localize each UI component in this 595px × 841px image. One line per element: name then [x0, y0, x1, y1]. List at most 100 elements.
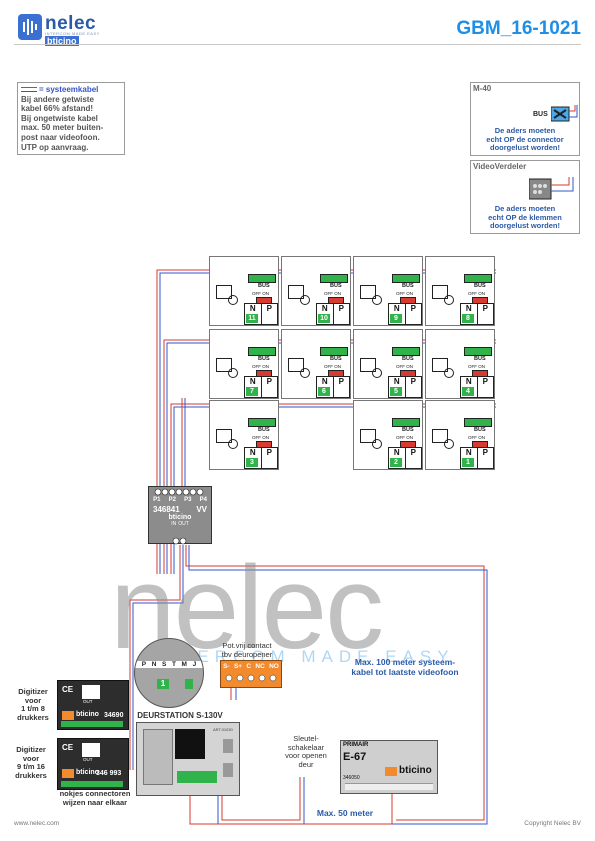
max-100-line: Max. 100 meter systeem-	[354, 657, 456, 667]
digitizer2-label-line: Digitizer	[16, 745, 46, 754]
n-label: N	[389, 448, 406, 468]
ce-mark: CE	[62, 743, 74, 752]
n-label: N	[245, 304, 262, 324]
monitor-button-icon	[300, 295, 310, 305]
bus-terminal	[320, 274, 348, 283]
unit-number: 11	[246, 314, 258, 323]
psu-code: 346050	[343, 775, 360, 781]
distributor-brand: bticino	[168, 514, 192, 521]
contact-pin: NC	[255, 663, 265, 670]
monitor-screen-icon	[216, 285, 232, 299]
connector-icon	[551, 105, 578, 122]
bus-label: BUS	[258, 356, 270, 362]
sleutel-note: Sleutel- schakelaar voor openen deur	[280, 734, 332, 769]
port-label: P2	[168, 497, 176, 503]
monitor-button-icon	[228, 439, 238, 449]
distributor-ports: P1 P2 P3 P4	[149, 497, 211, 503]
monitor-button-icon	[444, 368, 454, 378]
m40-panel: M-40 BUS De aders moeten echt OP de conn…	[470, 82, 580, 156]
note-line: kabel 66% afstand!	[21, 104, 94, 114]
doorstation: ART.01030	[136, 722, 240, 796]
bus-terminal	[392, 418, 420, 427]
monitor-screen-icon	[432, 285, 448, 299]
bus-terminal	[392, 347, 420, 356]
zoom-terminal	[185, 679, 193, 689]
contact-title: Pot.vrij contact tbv deuropener	[210, 641, 284, 659]
monitor-button-icon	[228, 368, 238, 378]
monitor-screen-icon	[216, 358, 232, 372]
brand-tagline: INTERCOM MADE EASY	[45, 31, 100, 36]
psu-brand: bticino	[399, 765, 432, 776]
off-on-label: OFF ON	[396, 364, 413, 369]
unit-number: 8	[462, 314, 474, 323]
p-label: P	[338, 304, 344, 313]
unit-number: 7	[246, 387, 258, 396]
n-label: N	[317, 377, 334, 397]
monitor-screen-icon	[360, 429, 376, 443]
videoverdeler-warning: De aders moeten echt OP de klemmen doorg…	[475, 204, 575, 231]
monitor-screen-icon	[360, 285, 376, 299]
n-label: N	[389, 377, 406, 397]
note-line: max. 50 meter buiten-	[21, 123, 104, 133]
psu-primair: PRIMAIR	[343, 742, 369, 748]
unit-number: 4	[462, 387, 474, 396]
nokjes-note: nokjes connectoren wijzen naar elkaar	[50, 789, 140, 807]
unit-number: 9	[390, 314, 402, 323]
n-label: N	[245, 448, 262, 468]
unit-number: 2	[390, 458, 402, 467]
p-label: P	[482, 448, 488, 457]
zoom-value: 1	[157, 679, 169, 689]
distributor-out-label: OUT	[178, 521, 189, 527]
off-on-label: OFF ON	[468, 291, 485, 296]
bus-label: BUS	[258, 427, 270, 433]
n-label: N	[461, 377, 478, 397]
bus-label: BUS	[402, 283, 414, 289]
contact-pin: NO	[269, 663, 279, 670]
cable-legend-icon	[21, 87, 37, 93]
digitizer1-module: CE OUT bticino 34690	[57, 680, 129, 730]
m40-bus-label: BUS	[533, 111, 548, 118]
bus-label: BUS	[330, 283, 342, 289]
zoom-pin: S	[162, 661, 167, 668]
p-label: P	[266, 448, 272, 457]
unit-number: 5	[390, 387, 402, 396]
p-label: P	[266, 377, 272, 386]
port-label: P1	[153, 497, 161, 503]
p-label: P	[338, 377, 344, 386]
digitizer2-label-line: voor	[22, 753, 40, 763]
zoom-pin: J	[192, 661, 197, 668]
contact-pin: S-	[223, 663, 230, 670]
max-50-note: Max. 50 meter	[316, 808, 374, 818]
unit-number: 10	[318, 314, 330, 323]
videoverdeler-warning-line: doorgelust worden!	[490, 221, 560, 230]
monitor-screen-icon	[288, 285, 304, 299]
zoom-pin: P	[141, 661, 147, 668]
off-on-label: OFF ON	[396, 435, 413, 440]
monitor-button-icon	[372, 439, 382, 449]
digitizer1-code: 34690	[104, 712, 124, 719]
bus-label: BUS	[402, 356, 414, 362]
digitizer1-label-line: 1 t/m 8	[21, 704, 45, 713]
digitizer2-brand: bticino	[76, 769, 99, 776]
note-line: Bij andere getwiste	[21, 94, 94, 104]
off-on-label: OFF ON	[252, 291, 269, 296]
m40-warning-line: De aders moeten	[494, 126, 556, 135]
distributor-terminals-icon	[154, 488, 204, 545]
monitor-screen-icon	[288, 358, 304, 372]
bus-terminal	[464, 347, 492, 356]
note-line: UTP op aanvraag.	[21, 142, 89, 152]
digitizer2-label: Digitizer voor 9 t/m 16 drukkers	[10, 745, 52, 780]
bus-label: BUS	[474, 427, 486, 433]
digitizer1-label: Digitizer voor 1 t/m 8 drukkers	[14, 687, 52, 722]
sleutel-line: schakelaar	[287, 742, 325, 752]
